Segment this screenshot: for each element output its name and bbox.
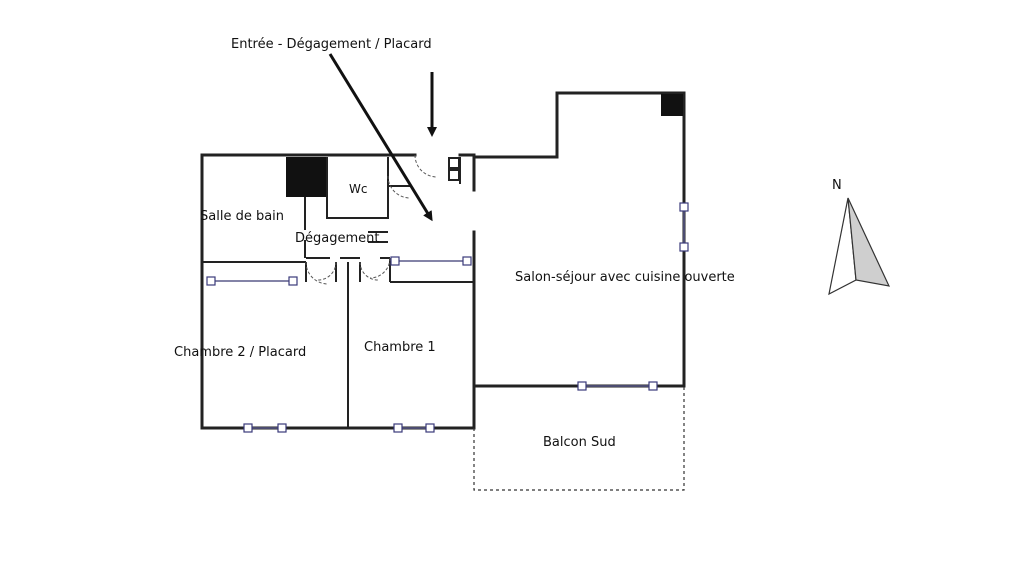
duct-salon (661, 94, 683, 116)
label-degagement: Dégagement (295, 231, 379, 246)
entree-diagonal-arrow (328, 53, 433, 222)
label-wc: Wc (349, 182, 367, 196)
windows (206, 202, 689, 433)
balcon-outline (473, 386, 685, 491)
label-chambre-2: Chambre 2 / Placard (174, 345, 306, 360)
outer-walls (200, 91, 686, 430)
label-entree: Entrée - Dégagement / Placard (231, 37, 432, 52)
doors (305, 154, 438, 285)
compass-north-label: N (832, 178, 842, 193)
duct-salle-de-bain (286, 157, 326, 197)
label-chambre-1: Chambre 1 (364, 340, 436, 355)
interior-walls (202, 157, 474, 428)
label-balcon: Balcon Sud (543, 435, 616, 450)
north-compass-icon: N (828, 178, 891, 296)
label-salle-de-bain: Salle de bain (200, 209, 284, 224)
label-salon: Salon-séjour avec cuisine ouverte (515, 270, 735, 285)
